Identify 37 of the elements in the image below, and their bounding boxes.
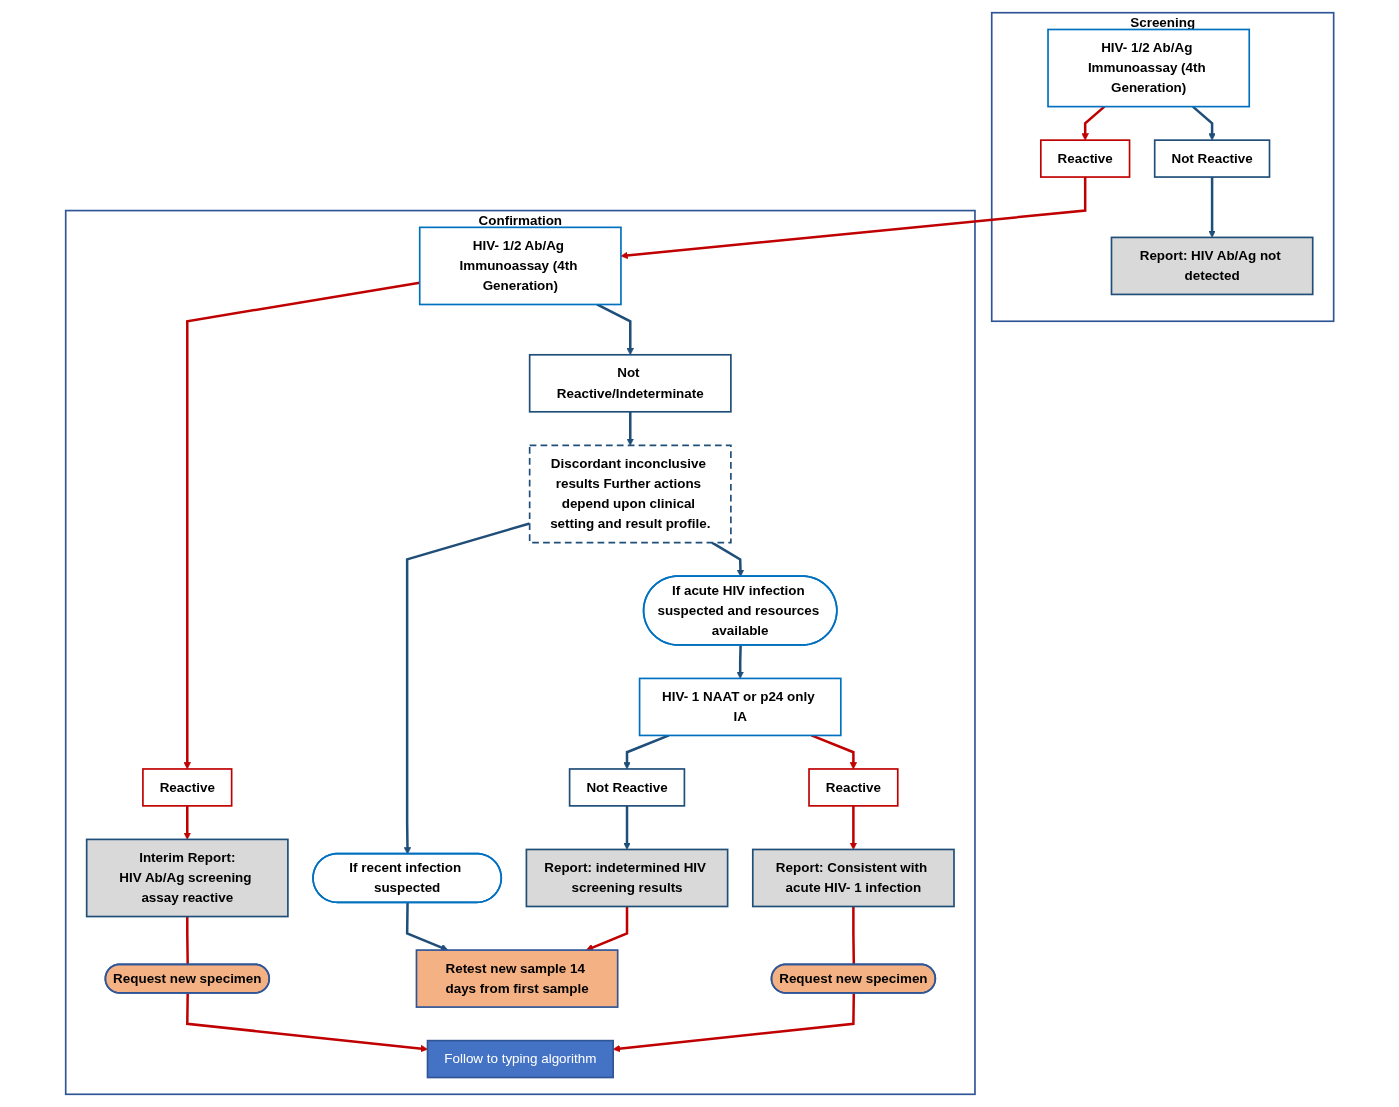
node-box: Follow to typing algorithm [426, 1039, 614, 1079]
arrow [612, 993, 855, 1053]
arrow [623, 805, 631, 850]
arrow [1191, 105, 1216, 141]
node-box: HIV- 1 NAAT or p24 only IA [638, 677, 842, 737]
node-box: Reactive [1039, 139, 1131, 178]
node-box: Not Reactive [1153, 139, 1271, 178]
arrow [596, 303, 634, 356]
node-box: HIV- 1/2 Ab/Ag Immunoassay (4th Generation) [1047, 28, 1250, 108]
node-box: Not Reactive/Indeterminate [528, 353, 732, 413]
arrow [405, 902, 448, 951]
connector [851, 906, 855, 965]
arrow [1081, 105, 1106, 141]
node-box: Discordant inconclusive results Further actions depend upon clinical setting and result profile. [528, 444, 732, 544]
arrow [623, 734, 670, 770]
arrow [183, 281, 420, 770]
arrow [736, 645, 744, 679]
node-box: Report: indetermined HIV screening results [525, 848, 729, 908]
node-box: HIV- 1/2 Ab/Ag Immunoassay (4th Generation) [418, 226, 622, 306]
node-box: Report: HIV Ab/Ag not detected [1110, 236, 1314, 296]
node-box: Reactive [808, 768, 899, 807]
arrow [626, 411, 634, 446]
arrow [403, 522, 530, 855]
connector [185, 916, 189, 965]
node-box: Report: Consistent with acute HIV- 1 infection [751, 848, 955, 908]
arrow [1208, 177, 1216, 238]
node-box: Reactive [141, 768, 233, 807]
arrow [185, 993, 428, 1053]
arrow [711, 541, 744, 577]
node-box: Interim Report: HIV Ab/Ag screening assay reactive [85, 838, 289, 918]
arrow [183, 805, 191, 840]
arrow [585, 906, 629, 951]
node-box: Retest new sample 14 days from first sample [415, 949, 619, 1008]
arrow [849, 805, 857, 850]
arrow [620, 177, 1087, 260]
node-box: Not Reactive [568, 768, 686, 807]
arrow [810, 734, 857, 770]
